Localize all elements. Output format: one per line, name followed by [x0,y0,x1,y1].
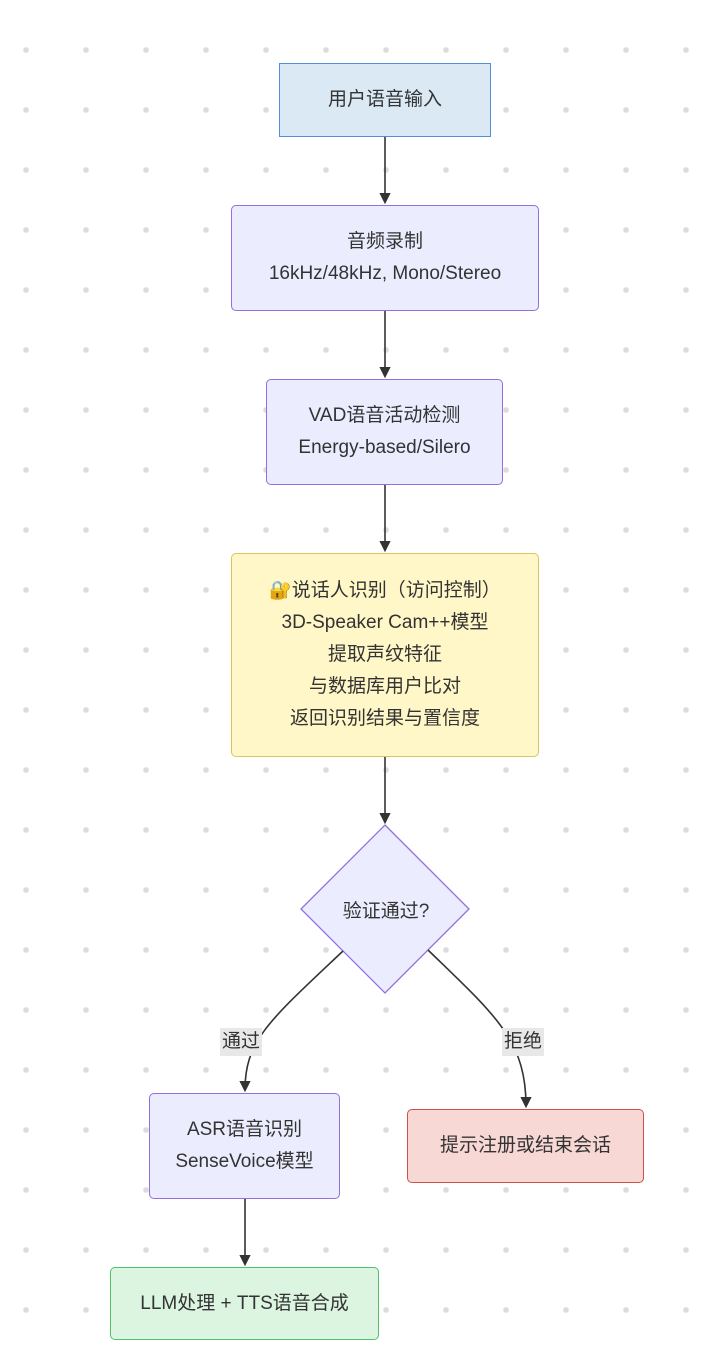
reject-action-node: 提示注册或结束会话 [407,1109,644,1183]
node-line: 说话人识别（访问控制） [291,580,501,601]
asr-node: ASR语音识别 SenseVoice模型 [149,1093,340,1199]
node-line: 音频录制 [346,231,423,252]
node-title-line: 🔐说话人识别（访问控制） [269,575,500,607]
node-line: 3D-Speaker Cam++模型 [281,612,489,633]
user-voice-input-node: 用户语音输入 [279,63,491,137]
node-line: 提示注册或结束会话 [439,1135,611,1156]
edge-label-reject: 拒绝 [502,1028,545,1056]
node-line: 16kHz/48kHz, Mono/Stereo [268,263,502,284]
node-line: Energy-based/Silero [298,437,471,458]
lock-icon: 🔐 [269,580,292,601]
node-line: 与数据库用户比对 [308,676,461,697]
verification-decision-label: 验证通过? [342,900,430,922]
speaker-recognition-node: 🔐说话人识别（访问控制） 3D-Speaker Cam++模型 提取声纹特征 与… [231,553,539,757]
node-line: 返回识别结果与置信度 [289,708,480,729]
edge-decision-to-asr [239,950,344,1093]
node-line: SenseVoice模型 [175,1151,314,1172]
node-line: 提取声纹特征 [327,644,442,665]
node-line: 用户语音输入 [327,89,442,110]
edge-decision-to-reject [427,949,532,1109]
audio-recording-node: 音频录制 16kHz/48kHz, Mono/Stereo [231,205,539,311]
vad-node: VAD语音活动检测 Energy-based/Silero [266,379,503,485]
node-line: VAD语音活动检测 [308,405,461,426]
node-line: ASR语音识别 [186,1119,303,1140]
llm-tts-node: LLM处理 + TTS语音合成 [110,1267,379,1340]
edge-label-pass: 通过 [220,1028,263,1056]
node-line: LLM处理 + TTS语音合成 [140,1292,349,1314]
